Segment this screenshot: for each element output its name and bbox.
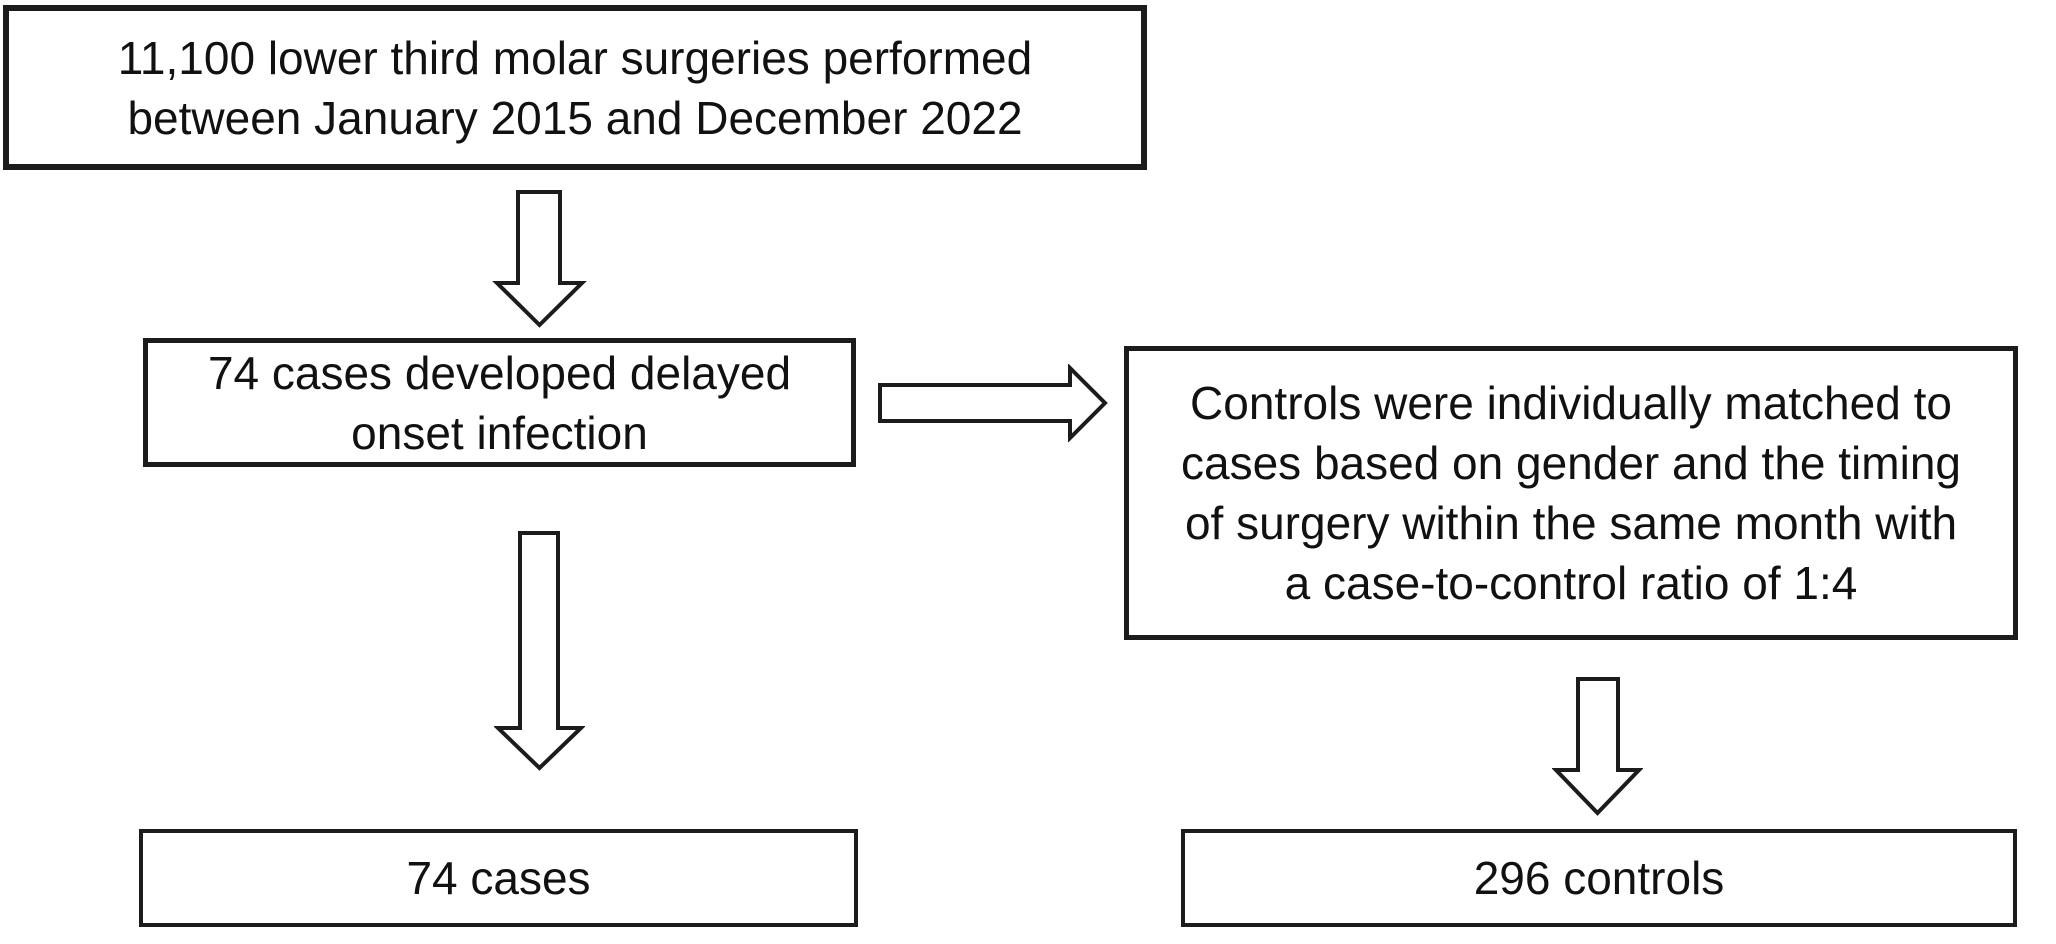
- box-text-line: Controls were individually matched to: [1190, 377, 1952, 429]
- box-final-cases-count: 74 cases: [139, 829, 858, 927]
- box-text-line: 11,100 lower third molar surgeries perfo…: [117, 31, 1033, 84]
- box-text-line: a case-to-control ratio of 1:4: [1284, 557, 1858, 609]
- box-text-line: of surgery within the same month with: [1184, 497, 1958, 549]
- box-text-line: between January 2015 and December 2022: [127, 91, 1023, 144]
- box-text-line: 296 controls: [1473, 852, 1725, 904]
- box-total-surgeries: 11,100 lower third molar surgeries perfo…: [3, 5, 1147, 170]
- box-text-line: onset infection: [351, 406, 648, 459]
- box-final-controls-count: 296 controls: [1181, 829, 2017, 927]
- down-block-arrow-controls-to-final-icon: [1552, 677, 1643, 816]
- box-text-line: 74 cases: [406, 852, 591, 904]
- box-controls-matching: Controls were individually matched to ca…: [1124, 346, 2018, 640]
- box-text-line: cases based on gender and the timing: [1181, 437, 1961, 489]
- box-cases-delayed-infection: 74 cases developed delayed onset infecti…: [143, 338, 856, 467]
- down-block-arrow-cases-to-final-icon: [494, 531, 585, 771]
- down-block-arrow-surgeries-to-cases-icon: [492, 190, 587, 328]
- right-block-arrow-cases-to-controls-icon: [878, 364, 1108, 442]
- box-text-line: 74 cases developed delayed: [207, 346, 792, 399]
